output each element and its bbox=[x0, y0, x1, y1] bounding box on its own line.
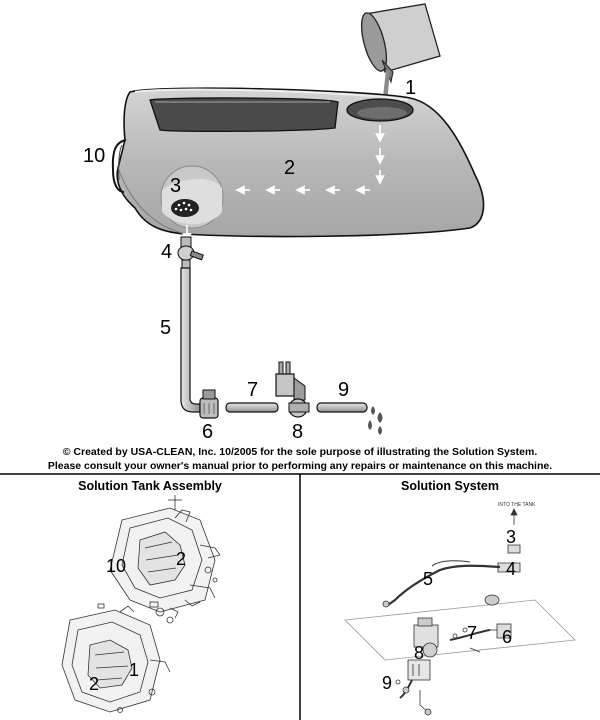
assembly-callout-10: 10 bbox=[106, 556, 127, 576]
filter-cutaway bbox=[160, 165, 224, 243]
callout-7: 7 bbox=[247, 379, 259, 401]
inline-filter bbox=[199, 389, 219, 419]
system-callout-6: 6 bbox=[502, 627, 513, 647]
callout-9: 9 bbox=[338, 379, 350, 401]
hose-7 bbox=[225, 402, 279, 413]
callout-5: 5 bbox=[160, 317, 172, 339]
system-callout-5: 5 bbox=[423, 569, 434, 589]
assembly-callout-2-lower: 2 bbox=[89, 674, 100, 694]
tank-assembly-exploded-view bbox=[61, 495, 221, 713]
callout-1: 1 bbox=[405, 77, 417, 99]
bucket-icon bbox=[360, 3, 441, 84]
copyright-line-2: Please consult your owner's manual prior… bbox=[47, 460, 553, 472]
hose-9 bbox=[316, 402, 368, 413]
assembly-callout-1: 1 bbox=[129, 660, 140, 680]
panel-title-tank-assembly: Solution Tank Assembly bbox=[78, 479, 222, 493]
solution-system-exploded-view bbox=[344, 508, 576, 716]
assembly-callout-2-upper: 2 bbox=[176, 549, 187, 569]
callout-4: 4 bbox=[161, 241, 173, 263]
system-callout-3: 3 bbox=[506, 527, 517, 547]
callout-2: 2 bbox=[284, 157, 296, 179]
system-callout-8: 8 bbox=[414, 643, 425, 663]
solenoid-valve bbox=[275, 361, 310, 418]
panel-title-solution-system: Solution System bbox=[401, 479, 499, 493]
copyright-line-1: © Created by USA-CLEAN, Inc. 10/2005 for… bbox=[62, 446, 538, 458]
callout-6: 6 bbox=[202, 421, 214, 443]
shutoff-valve bbox=[177, 236, 204, 269]
system-callout-7: 7 bbox=[467, 623, 478, 643]
callout-8: 8 bbox=[292, 421, 304, 443]
water-drops-icon bbox=[368, 406, 383, 435]
into-the-tank-label: INTO THE TANK bbox=[498, 502, 536, 508]
callout-3: 3 bbox=[170, 175, 182, 197]
system-callout-9: 9 bbox=[382, 673, 393, 693]
callout-10: 10 bbox=[83, 145, 106, 167]
supply-hose bbox=[180, 267, 201, 413]
system-callout-4: 4 bbox=[506, 559, 517, 579]
